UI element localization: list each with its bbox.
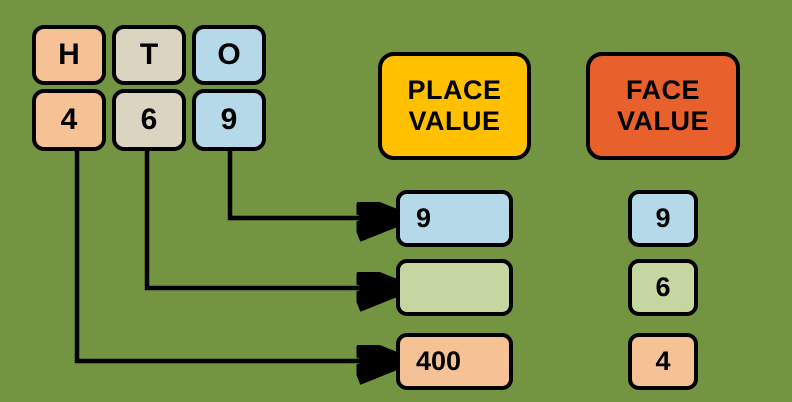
face-value-box-ones-value: 9 (655, 203, 671, 233)
digit-tile-ones: 9 (192, 89, 266, 151)
digit-tile-ones-value: 9 (220, 103, 238, 136)
connector-ones (227, 150, 389, 218)
digit-tile-hundreds: 4 (32, 89, 106, 151)
connector-tens (144, 150, 389, 288)
digit-tile-tens-value: 6 (140, 103, 158, 136)
place-value-header: PLACE VALUE (378, 52, 531, 160)
place-header-ones: O (192, 25, 266, 85)
face-value-box-tens-value: 6 (655, 272, 671, 302)
place-value-header-line1: PLACE (407, 74, 502, 105)
place-value-box-hundreds-value: 400 (416, 346, 462, 376)
place-header-ones-label: O (217, 38, 241, 71)
face-value-box-tens[interactable]: 6 (628, 259, 698, 316)
connector-hundreds (74, 150, 389, 361)
place-value-box-ones[interactable]: 9 (396, 190, 513, 247)
face-value-header-line2: VALUE (616, 106, 709, 136)
place-value-header-line2: VALUE (408, 106, 501, 136)
place-header-tens-label: T (139, 38, 159, 71)
place-header-hundreds: H (32, 25, 106, 85)
place-header-hundreds-label: H (58, 38, 80, 71)
place-value-box-tens[interactable] (396, 259, 513, 316)
face-value-header-line1: FACE (625, 74, 700, 105)
place-header-tens: T (112, 25, 186, 85)
face-value-box-hundreds-value: 4 (655, 346, 671, 376)
face-value-header: FACE VALUE (586, 52, 740, 160)
place-value-box-ones-value: 9 (416, 203, 432, 233)
digit-tile-hundreds-value: 4 (60, 103, 78, 136)
place-value-box-hundreds[interactable]: 400 (396, 333, 513, 390)
face-value-box-hundreds[interactable]: 4 (628, 333, 698, 390)
digit-tile-tens: 6 (112, 89, 186, 151)
face-value-box-ones[interactable]: 9 (628, 190, 698, 247)
